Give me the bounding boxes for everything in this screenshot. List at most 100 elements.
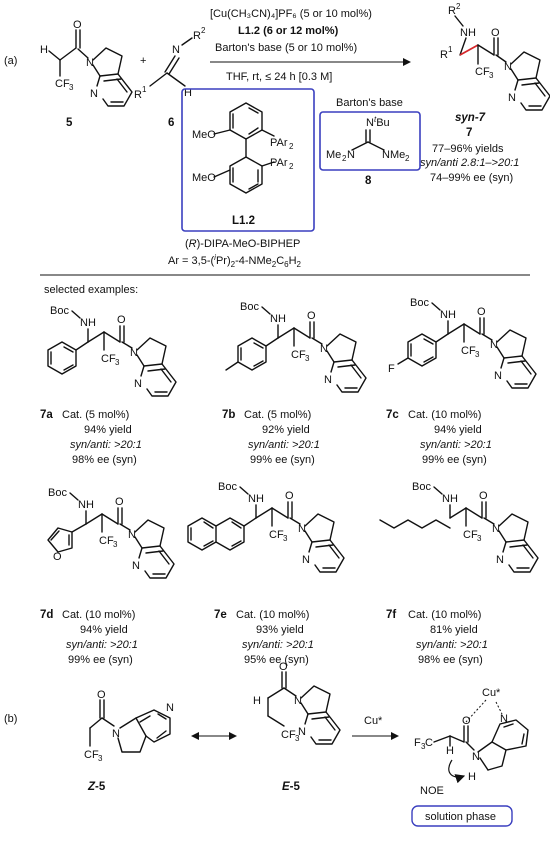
svg-text:NH: NH: [460, 27, 476, 39]
svg-text:R: R: [440, 49, 448, 61]
svg-text:N: N: [112, 728, 120, 740]
example-7a-structure: [47, 304, 177, 397]
svg-text:CF: CF: [281, 729, 296, 741]
svg-text:3: 3: [69, 83, 74, 92]
product-dr-range: syn/anti 2.8:1–>20:1: [420, 157, 519, 169]
product-ee-range: 74–99% ee (syn): [430, 172, 513, 184]
svg-text:PAr: PAr: [270, 157, 288, 169]
ligand-name: (R)-DIPA-MeO-BIPHEP: [185, 238, 300, 250]
svg-text:92% yield: 92% yield: [262, 424, 310, 436]
compound-5-label: 5: [66, 117, 73, 129]
svg-text:Cat. (10 mol%): Cat. (10 mol%): [408, 409, 481, 421]
compound-5-structure: H O CF 3: [40, 19, 133, 107]
compound-z5-structure: O CF 3 N N: [84, 689, 174, 763]
svg-text:O: O: [73, 19, 82, 31]
svg-text:Cat. (10 mol%): Cat. (10 mol%): [408, 609, 481, 621]
svg-text:O: O: [279, 661, 288, 673]
product-label-7: 7: [466, 127, 472, 139]
svg-text:syn/anti: >20:1: syn/anti: >20:1: [242, 639, 314, 651]
plus-sign: +: [140, 55, 146, 67]
svg-text:81% yield: 81% yield: [430, 624, 478, 636]
svg-text:CF: CF: [84, 749, 99, 761]
svg-text:3: 3: [98, 754, 103, 763]
svg-text:N: N: [500, 713, 508, 725]
svg-text:1: 1: [448, 45, 453, 54]
svg-text:94% yield: 94% yield: [434, 424, 482, 436]
svg-text:N: N: [172, 44, 180, 56]
svg-text:R: R: [134, 89, 142, 101]
svg-text:N: N: [347, 149, 355, 161]
example-7c-structure: F: [388, 296, 537, 389]
svg-text:NtBu: NtBu: [366, 115, 390, 129]
example-7d-structure: O: [47, 486, 175, 579]
svg-text:94% yield: 94% yield: [84, 424, 132, 436]
panel-a-label: (a): [4, 55, 17, 67]
compound-6-label: 6: [168, 117, 174, 129]
svg-text:R: R: [448, 5, 456, 17]
example-7f-caption: 7f Cat. (10 mol%) 81% yield syn/anti: >2…: [386, 609, 488, 666]
example-7b-caption: 7b Cat. (5 mol%) 92% yield syn/anti: >20…: [222, 409, 320, 466]
svg-text:Cu*: Cu*: [482, 687, 501, 699]
svg-text:PAr: PAr: [270, 137, 288, 149]
svg-text:7f: 7f: [386, 609, 396, 621]
svg-text:3: 3: [421, 742, 426, 751]
selected-examples-heading: selected examples:: [44, 284, 138, 296]
barton-base-label: 8: [365, 175, 372, 187]
z5-label: Z-5: [87, 781, 106, 793]
copper-arrow-label: Cu*: [364, 715, 383, 727]
svg-text:syn/anti: >20:1: syn/anti: >20:1: [70, 439, 142, 451]
svg-text:F: F: [414, 737, 421, 749]
svg-text:R: R: [193, 30, 201, 42]
svg-text:Cat. (10 mol%): Cat. (10 mol%): [236, 609, 309, 621]
reagent-base: Barton's base (5 or 10 mol%): [215, 42, 357, 54]
svg-text:H: H: [184, 87, 192, 99]
solution-phase-label: solution phase: [425, 811, 496, 823]
svg-text:O: O: [53, 551, 62, 563]
svg-text:O: O: [491, 27, 500, 39]
example-7e-caption: 7e Cat. (10 mol%) 93% yield syn/anti: >2…: [214, 609, 314, 666]
reagent-ligand: L1.2 (6 or 12 mol%): [238, 25, 339, 37]
svg-text:2: 2: [201, 26, 206, 35]
svg-text:CF: CF: [475, 66, 490, 78]
svg-text:syn/anti: >20:1: syn/anti: >20:1: [416, 639, 488, 651]
product-syn-7-structure: R 2 NH R 1 CF 3 O: [440, 2, 550, 111]
solution-phase-badge: [411, 805, 513, 827]
svg-text:C: C: [425, 737, 433, 749]
panel-b-label: (b): [4, 713, 17, 725]
svg-text:Cat. (5 mol%): Cat. (5 mol%): [244, 409, 311, 421]
barton-base-title: Barton's base: [336, 97, 403, 109]
reagent-copper: [Cu(CH₃CN)₄]PF₆ (5 or 10 mol%): [210, 8, 372, 20]
svg-text:Me: Me: [326, 149, 341, 161]
noe-label: NOE: [420, 785, 444, 797]
svg-text:98% ee (syn): 98% ee (syn): [418, 654, 483, 666]
barton-base-structure: NtBu Me 2 N NMe 2: [326, 115, 410, 163]
svg-text:N: N: [472, 751, 480, 763]
svg-text:99% ee (syn): 99% ee (syn): [422, 454, 487, 466]
product-yield-range: 77–96% yields: [432, 143, 504, 155]
svg-text:H: H: [446, 745, 454, 757]
ligand-box: [181, 88, 315, 232]
svg-text:MeO: MeO: [192, 129, 216, 141]
svg-text:3: 3: [295, 734, 300, 743]
ligand-structure: MeO PAr 2 MeO PAr 2: [192, 102, 294, 194]
svg-text:H: H: [253, 695, 261, 707]
svg-text:syn/anti: >20:1: syn/anti: >20:1: [66, 639, 138, 651]
svg-text:syn/anti: >20:1: syn/anti: >20:1: [420, 439, 492, 451]
svg-text:94% yield: 94% yield: [80, 624, 128, 636]
example-7e-structure: [187, 480, 345, 573]
svg-text:syn/anti: >20:1: syn/anti: >20:1: [248, 439, 320, 451]
svg-text:F: F: [388, 363, 395, 375]
svg-text:93% yield: 93% yield: [256, 624, 304, 636]
svg-text:2: 2: [289, 142, 294, 151]
svg-text:NMe: NMe: [382, 149, 405, 161]
svg-text:2: 2: [289, 162, 294, 171]
ligand-label: L1.2: [232, 215, 255, 227]
svg-text:O: O: [462, 715, 471, 727]
svg-text:3: 3: [489, 71, 494, 80]
svg-text:N: N: [166, 702, 174, 714]
svg-text:99% ee (syn): 99% ee (syn): [250, 454, 315, 466]
svg-text:H: H: [468, 771, 476, 783]
barton-base-box: [319, 111, 421, 171]
svg-text:MeO: MeO: [192, 172, 216, 184]
